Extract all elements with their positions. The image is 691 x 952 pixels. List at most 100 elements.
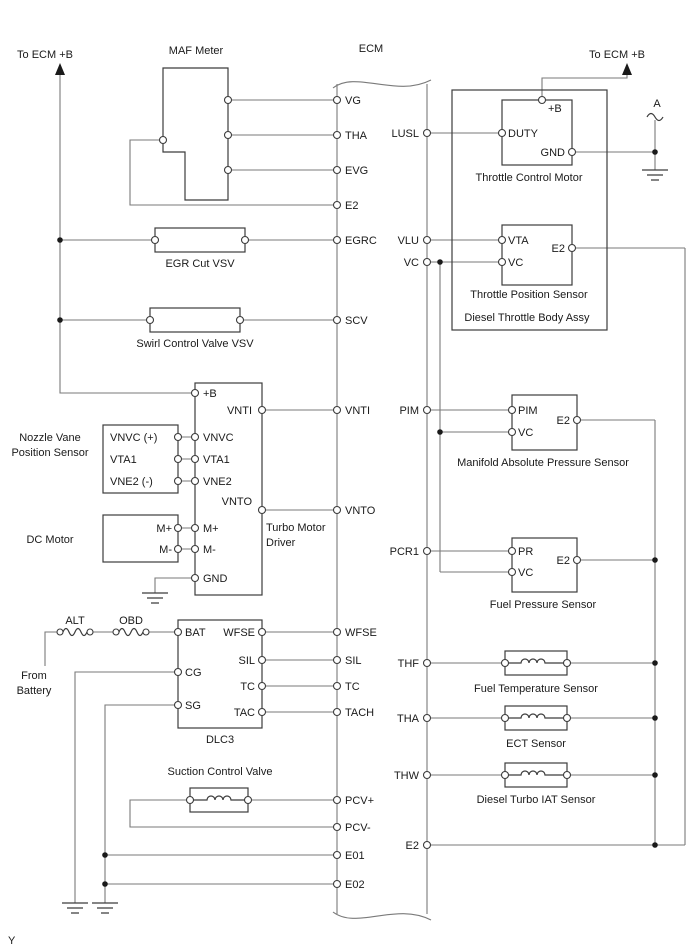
dlc3-label: DLC3 bbox=[206, 734, 234, 746]
driver-pin-vnto: VNTO bbox=[222, 496, 253, 508]
pin bbox=[257, 655, 267, 665]
pin bbox=[422, 840, 432, 850]
pin bbox=[173, 627, 183, 637]
pin bbox=[562, 658, 572, 668]
ground-icon bbox=[92, 902, 118, 914]
pin bbox=[507, 546, 517, 556]
ecm-pin-e02: E02 bbox=[345, 879, 365, 891]
throttle-position-sensor-box bbox=[501, 224, 573, 286]
dc-motor-pin-m-plus: M+ bbox=[156, 523, 172, 535]
pin bbox=[562, 770, 572, 780]
junction-dot bbox=[652, 715, 658, 721]
pin bbox=[497, 257, 507, 267]
driver-pin-b: +B bbox=[203, 388, 217, 400]
pin bbox=[257, 707, 267, 717]
dc-motor-box bbox=[102, 514, 179, 563]
fps-pin-pr: PR bbox=[518, 546, 533, 558]
driver-pin-m-minus: M- bbox=[203, 544, 216, 556]
ecm-pin-tc: TC bbox=[345, 681, 360, 693]
pin bbox=[257, 681, 267, 691]
ground-icon bbox=[142, 592, 168, 604]
driver-pin-m-plus: M+ bbox=[203, 523, 219, 535]
coil-icon bbox=[193, 795, 245, 801]
pin bbox=[332, 681, 342, 691]
to-ecm-b-left-label: To ECM +B bbox=[17, 49, 73, 61]
ground-icon bbox=[642, 169, 668, 181]
pin bbox=[332, 505, 342, 515]
junction-dots bbox=[57, 149, 658, 887]
pin bbox=[190, 432, 200, 442]
pin bbox=[422, 658, 432, 668]
pin bbox=[497, 128, 507, 138]
pin bbox=[190, 544, 200, 554]
left-wires bbox=[44, 75, 337, 903]
ecm-pin-tha-right: THA bbox=[397, 713, 420, 725]
ecm-pin-lusl: LUSL bbox=[391, 128, 419, 140]
map-pin-e2: E2 bbox=[557, 415, 570, 427]
junction-dot bbox=[437, 429, 443, 435]
maf-meter-label: MAF Meter bbox=[169, 45, 224, 57]
from-battery-line-2: Battery bbox=[17, 685, 52, 697]
motor-pin-b: +B bbox=[548, 103, 562, 115]
pin bbox=[223, 130, 233, 140]
pin bbox=[86, 628, 94, 636]
tps-pin-e2: E2 bbox=[552, 243, 565, 255]
pin bbox=[190, 454, 200, 464]
ecm-pin-vnti: VNTI bbox=[345, 405, 370, 417]
pin bbox=[173, 476, 183, 486]
ground-icon bbox=[62, 902, 88, 914]
to-ecm-b-right-label: To ECM +B bbox=[589, 49, 645, 61]
pin bbox=[332, 130, 342, 140]
ecm-title: ECM bbox=[359, 43, 383, 55]
pin bbox=[173, 432, 183, 442]
ecm-pin-scv: SCV bbox=[345, 315, 368, 327]
pin bbox=[332, 879, 342, 889]
pin bbox=[190, 476, 200, 486]
page-marker: Y bbox=[8, 935, 16, 947]
ecm-pin-sil: SIL bbox=[345, 655, 362, 667]
ecm-pin-pcv-minus: PCV- bbox=[345, 822, 371, 834]
coil-icon bbox=[508, 658, 564, 664]
junction-dot bbox=[652, 660, 658, 666]
pin bbox=[223, 95, 233, 105]
fusible-link-icon bbox=[118, 627, 144, 637]
dlc3-pin-tc: TC bbox=[240, 681, 255, 693]
dc-motor-pin-m-minus: M- bbox=[159, 544, 172, 556]
pin bbox=[185, 795, 195, 805]
pin bbox=[567, 147, 577, 157]
pin bbox=[500, 770, 510, 780]
ecm-pin-e2-left: E2 bbox=[345, 200, 358, 212]
fuel-pressure-sensor-box bbox=[511, 537, 578, 593]
junction-dot bbox=[652, 842, 658, 848]
pin bbox=[332, 200, 342, 210]
dlc3-pin-tac: TAC bbox=[234, 707, 255, 719]
dc-motor-label: DC Motor bbox=[26, 534, 73, 546]
ecm-pin-vlu: VLU bbox=[398, 235, 419, 247]
pin bbox=[173, 454, 183, 464]
dlc3-pin-sil: SIL bbox=[238, 655, 255, 667]
nozzle-vane-name-1: Nozzle Vane bbox=[19, 432, 81, 444]
pin bbox=[332, 235, 342, 245]
wave-marker-icon bbox=[646, 112, 664, 122]
iat-sensor-label: Diesel Turbo IAT Sensor bbox=[477, 794, 596, 806]
pin bbox=[56, 628, 64, 636]
ecm-pin-pcv-plus: PCV+ bbox=[345, 795, 374, 807]
junction-dot bbox=[652, 557, 658, 563]
pin bbox=[223, 165, 233, 175]
maf-meter-box bbox=[162, 67, 229, 201]
driver-pin-vnti: VNTI bbox=[227, 405, 252, 417]
tps-pin-vta: VTA bbox=[508, 235, 529, 247]
dlc3-pin-bat: BAT bbox=[185, 627, 206, 639]
pin bbox=[150, 235, 160, 245]
pin bbox=[145, 315, 155, 325]
pin bbox=[572, 415, 582, 425]
pin bbox=[240, 235, 250, 245]
pin bbox=[507, 427, 517, 437]
alt-fuse-label: ALT bbox=[65, 615, 85, 627]
pin bbox=[567, 243, 577, 253]
ecm-pin-e2-right: E2 bbox=[406, 840, 419, 852]
pin bbox=[173, 544, 183, 554]
pin bbox=[332, 707, 342, 717]
map-sensor-label: Manifold Absolute Pressure Sensor bbox=[457, 457, 629, 469]
